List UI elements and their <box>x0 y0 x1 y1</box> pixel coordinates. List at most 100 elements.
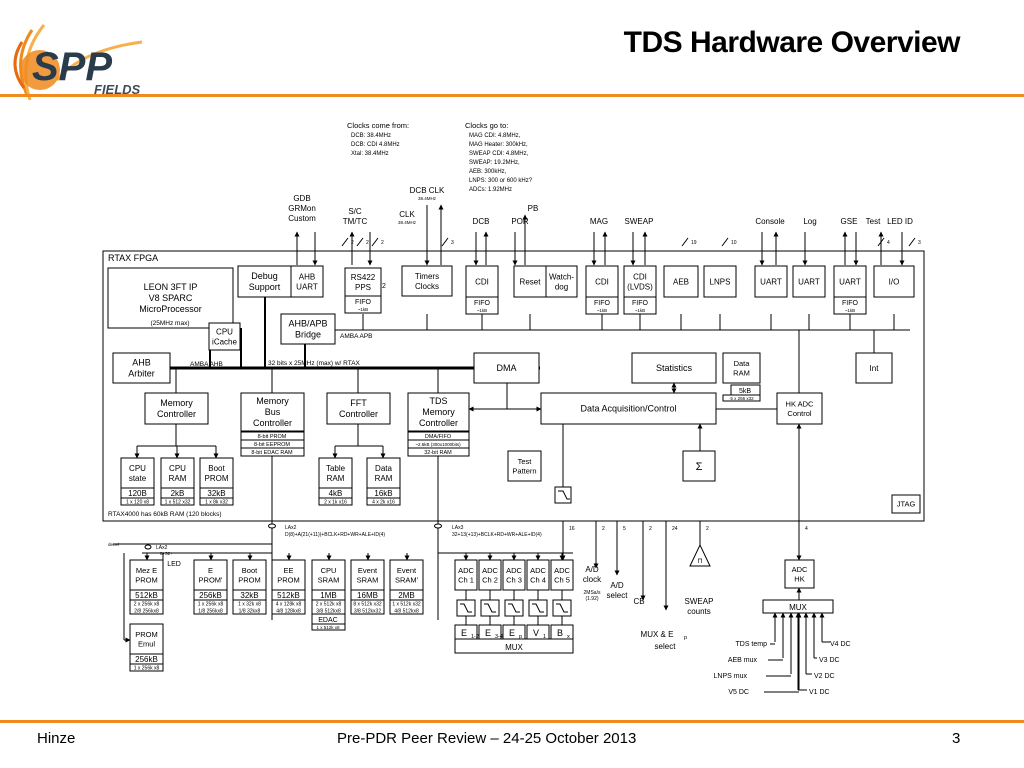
hk-adc-control <box>776 392 823 425</box>
reset-block <box>513 265 547 298</box>
aeb-block-label: AEB <box>673 277 689 286</box>
fifo-label: FIFO <box>594 300 610 307</box>
data-ram-org <box>366 497 401 506</box>
ahb-apb-bridge-label: Bridge <box>295 330 321 340</box>
event-sram-2-label: Event <box>397 566 417 575</box>
adc-channel-label: E <box>509 628 515 638</box>
tds-memory-controller-label: TDS <box>430 396 448 406</box>
clocks-to-line: AEB: 300kHz, <box>469 169 507 175</box>
watchdog <box>545 265 578 298</box>
tds-row <box>407 447 470 457</box>
logo-text: SPP <box>32 45 112 89</box>
data-acquisition-control-label: Data Acquisition/Control <box>580 404 676 414</box>
tds-memory-controller-label: Controller <box>419 418 458 428</box>
ee-prom-size-text: 512kB <box>277 591 300 600</box>
boot-prom-org-text: 1/8 32kx8 <box>239 609 261 615</box>
fifo-size: ~1kB <box>597 308 607 313</box>
adc-ch-4-label: ADC <box>530 566 546 575</box>
bus-connector <box>144 544 152 550</box>
data-ram <box>366 457 401 489</box>
mez-e-prom-org <box>129 599 164 615</box>
ext-sweap: SWEAP <box>625 217 654 226</box>
cpu-sram-size-text: 1MB <box>320 591 336 600</box>
watchdog-label: Watch- <box>549 272 574 281</box>
timers-clocks <box>401 265 453 297</box>
fft-controller-label: FFT <box>350 398 367 408</box>
uart-console <box>754 265 788 298</box>
boot-prom-size-text: 32kB <box>240 591 258 600</box>
cpu-icache-label: CPU <box>216 327 233 336</box>
cpu-ram-org-text: 1 x 512 x32 <box>165 500 191 506</box>
clocks-to-line: MAG CDI: 4.8MHz, <box>469 133 521 139</box>
count-2b-tick <box>356 237 364 247</box>
statistics-block <box>631 352 717 384</box>
event-sram-label: SRAM <box>357 575 379 584</box>
count-2c: 2 <box>381 240 384 246</box>
ee-prom <box>271 559 306 591</box>
adc-mux-label: MUX <box>505 643 523 652</box>
mem-bus-row-text: 8-bit EEPROM <box>254 442 290 448</box>
event-sram-org-text: 8 x 512k x32 <box>353 602 382 608</box>
io-block <box>873 265 915 298</box>
clocks-to-line: LNPS: 300 or 600 kHz? <box>469 178 533 184</box>
cpu-ram-size-text: 2kB <box>171 489 185 498</box>
count-10: 10 <box>731 240 737 246</box>
adc-channel-label: B <box>557 628 563 638</box>
uart-gse-fifo <box>833 296 867 315</box>
adc-ch-5 <box>550 559 574 591</box>
adc-channel-sub: p <box>519 634 522 640</box>
ee-prom-label: PROM <box>277 575 300 584</box>
top-rule <box>0 94 1024 97</box>
boot-prom-fpga-label: PROM <box>205 474 229 483</box>
ad-clock-sub: (1.92) <box>585 596 598 602</box>
ahb-uart <box>290 265 324 298</box>
hk-input-right: V3 DC <box>819 657 840 664</box>
cpu-sram-org-text: 3/8 512kx8 <box>316 609 341 615</box>
ahb-uart-label: AHB <box>299 272 315 281</box>
count-19-tick <box>681 237 689 247</box>
ee-prom-org <box>271 599 306 615</box>
reset-label: decel <box>108 542 119 547</box>
ahb-apb-bridge <box>280 313 336 345</box>
sigma-block <box>682 450 716 482</box>
count-19: 19 <box>691 240 697 246</box>
cpu-icache <box>208 322 241 351</box>
ext-led-id: LED ID <box>887 217 913 226</box>
ahb-arbiter-label: AHB <box>132 358 151 368</box>
prom-emul-size-text: 256kB <box>135 655 158 664</box>
boot-prom-org <box>232 599 267 615</box>
memory-bus-controller-label: Memory <box>256 396 289 406</box>
data-ram-size-text: 16kB <box>374 489 392 498</box>
ad-select: A/D <box>610 581 624 590</box>
stats-ram-org <box>722 394 761 402</box>
ext-pb: PB <box>528 204 539 213</box>
clocks-from-line: Xtal: 38.4MHz <box>351 151 389 157</box>
ext-sc: S/C <box>348 207 362 216</box>
adc-ch-4 <box>526 559 550 591</box>
leon-speed: (25MHz max) <box>150 320 189 327</box>
table-ram-org-text: 2 x 1k x16 <box>324 500 347 506</box>
table-ram-label: RAM <box>327 474 345 483</box>
fifo-label: FIFO <box>355 299 371 306</box>
cdi-dcb <box>465 265 499 298</box>
ee-prom-org-text: 4/8 128kx8 <box>276 609 301 615</box>
adc-ch-4-label: Ch 4 <box>530 575 546 584</box>
prom-emul-label: PROM <box>135 630 158 639</box>
cpu-sram-org-text: 2 x 512k x8 <box>316 602 342 608</box>
cpu-ram-label: RAM <box>169 474 187 483</box>
tds-memory-controller-label: Memory <box>422 407 455 417</box>
mux-select-label: select <box>655 642 677 651</box>
filter-symbol <box>532 603 544 613</box>
hk-input-left: V5 DC <box>728 689 749 696</box>
test-pattern-label: Test <box>518 457 533 466</box>
ext-log: Log <box>803 217 816 226</box>
cdi-sweap-lvds-label: CDI <box>633 272 647 281</box>
cpu-ram-org <box>160 497 195 506</box>
dma-block-label: DMA <box>497 363 517 373</box>
count-3a: 3 <box>451 240 454 246</box>
uart-log-label: UART <box>798 277 820 286</box>
data-ram-label: Data <box>375 464 392 473</box>
ext-dcb-clk-sub: 38.4MHz <box>418 196 437 201</box>
spp-fields-logo: SPP FIELDS <box>13 24 143 101</box>
adc-channel-label: E <box>461 628 467 638</box>
